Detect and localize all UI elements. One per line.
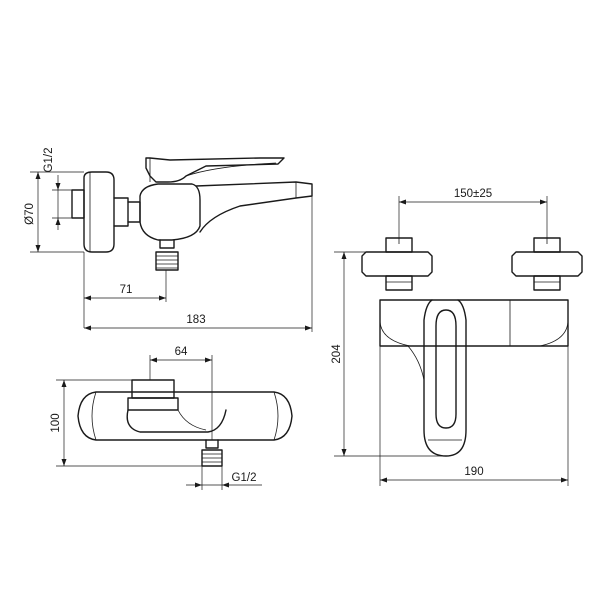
depth-183-label: 183 (186, 314, 205, 326)
side-view: G1/2 Ø70 71 183 (24, 148, 313, 332)
diameter-label: Ø70 (24, 203, 36, 225)
depth-100-label: 100 (50, 413, 62, 432)
thread-side-label: G1/2 (43, 148, 55, 173)
offset-64-label: 64 (175, 346, 188, 358)
offset-71-label: 71 (120, 284, 133, 296)
thread-bottom-label: G1/2 (232, 472, 257, 484)
center-distance-label: 150±25 (454, 188, 492, 200)
front-view: 150±25 204 190 (331, 188, 583, 486)
width-190-label: 190 (464, 466, 483, 478)
plan-view: 64 100 G1/2 (50, 346, 293, 490)
height-204-label: 204 (331, 344, 343, 364)
